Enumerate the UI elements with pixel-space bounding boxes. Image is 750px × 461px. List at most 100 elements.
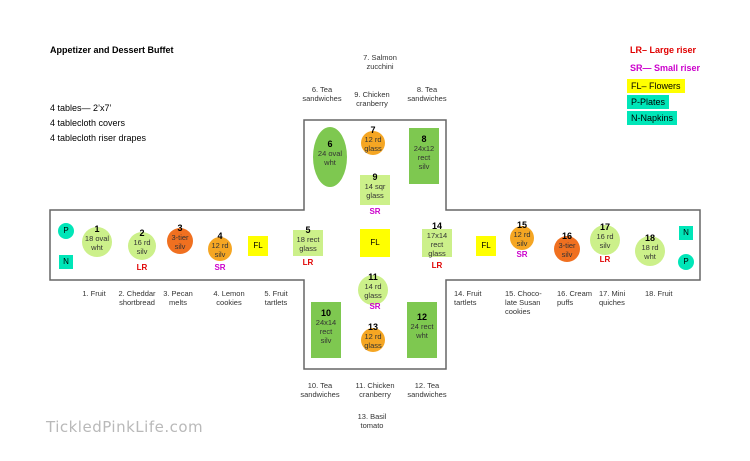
caption-c1: 1. Fruit [64, 289, 124, 298]
dish-5-desc: 18 rect [296, 235, 320, 244]
plate-right-label: P [683, 257, 689, 266]
dish-6-desc: wht [324, 158, 336, 167]
dish-15-circle [510, 226, 534, 250]
caption-c14-line: 14. Fruit [454, 289, 482, 298]
caption-c11-line: cranberry [359, 390, 391, 399]
dish-13-number: 13 [367, 322, 378, 332]
dish-3-desc: 3-tier [171, 233, 189, 242]
dish-13-desc: 12 rd [364, 332, 382, 341]
riser-11-marker: SR [369, 302, 381, 311]
dish-16-desc: silv [561, 250, 573, 259]
caption-c18: 18. Fruit [645, 289, 705, 298]
caption-c4-line: cookies [216, 298, 242, 307]
dish-14-rect [422, 229, 452, 257]
caption-c5-line: tartlets [264, 298, 288, 307]
dish-7-circle [361, 131, 385, 155]
dish-16-number: 16 [561, 231, 572, 241]
legend-small-riser: SR— Small riser [630, 63, 701, 73]
dish-1-number: 1 [94, 224, 100, 234]
caption-c16-line: puffs [557, 298, 574, 307]
dish-5-number: 5 [305, 225, 311, 235]
dish-18-desc: 18 rd [641, 243, 659, 252]
caption-c6-line: 6. Tea [311, 85, 333, 94]
caption-c3-line: melts [169, 298, 187, 307]
dish-2-desc: 16 rd [133, 238, 151, 247]
dish-12-desc: 24 rect [410, 322, 434, 331]
dish-9-desc: glass [366, 191, 384, 200]
caption-c14-line: tartlets [454, 298, 477, 307]
dish-18-desc: wht [644, 252, 656, 261]
plate-left-label: P [63, 226, 69, 235]
dish-2-circle [128, 232, 156, 260]
dish-5-rect [293, 230, 323, 256]
dish-10-desc: rect [319, 326, 333, 336]
dish-3-desc: silv [174, 242, 186, 251]
caption-c4-line: 4. Lemon [213, 289, 245, 298]
dish-14-desc: rect [430, 239, 444, 249]
flowers-right-label: FL [481, 241, 491, 250]
dish-9-rect [360, 175, 390, 205]
dish-18-number: 18 [644, 233, 655, 243]
dish-7-desc: glass [364, 144, 382, 153]
dish-10-number: 10 [320, 307, 331, 318]
dish-2-number: 2 [139, 228, 145, 238]
caption-c3-line: 3. Pecan [163, 289, 193, 298]
info-tables: 4 tables— 2’x7’ [50, 103, 112, 113]
caption-c17-line: 17. Mini [599, 289, 626, 298]
riser-17-marker: LR [599, 255, 611, 264]
dish-4-desc: silv [214, 250, 226, 259]
riser-15-marker: SR [516, 250, 528, 259]
page-title: Appetizer and Dessert Buffet [50, 45, 174, 55]
dish-13-desc: glass [364, 341, 382, 350]
napkin-right-shape [679, 226, 693, 240]
caption-c10-line: sandwiches [300, 390, 340, 399]
dish-8-desc: 24x12 [413, 143, 435, 153]
dish-12-number: 12 [416, 312, 427, 322]
caption-c13-line: tomato [360, 421, 384, 430]
dish-1-desc: wht [91, 243, 103, 252]
dish-12-rect [407, 302, 437, 358]
napkin-right-label: N [683, 228, 689, 237]
flowers-left-label: FL [253, 241, 263, 250]
caption-c9-line: cranberry [356, 99, 388, 108]
dish-11-number: 11 [368, 272, 378, 282]
dish-3-number: 3 [177, 223, 183, 233]
dish-5-desc: glass [299, 244, 317, 253]
caption-c6-line: sandwiches [302, 94, 342, 103]
riser-2-marker: LR [136, 263, 148, 272]
riser-5-marker: LR [302, 258, 314, 267]
dish-6-desc: 24 oval [317, 149, 343, 158]
dish-14-desc: glass [428, 248, 446, 258]
caption-c15-line: late Susan [505, 298, 541, 307]
dish-9-desc: 14 sqr [364, 182, 386, 191]
dish-4-circle [208, 237, 232, 261]
dish-10-desc: silv [320, 335, 332, 345]
dish-11-desc: 14 rd [364, 282, 382, 291]
caption-c8-line: 8. Tea [416, 85, 438, 94]
caption-c15-line: cookies [505, 307, 531, 316]
plate-left-shape [58, 223, 74, 239]
